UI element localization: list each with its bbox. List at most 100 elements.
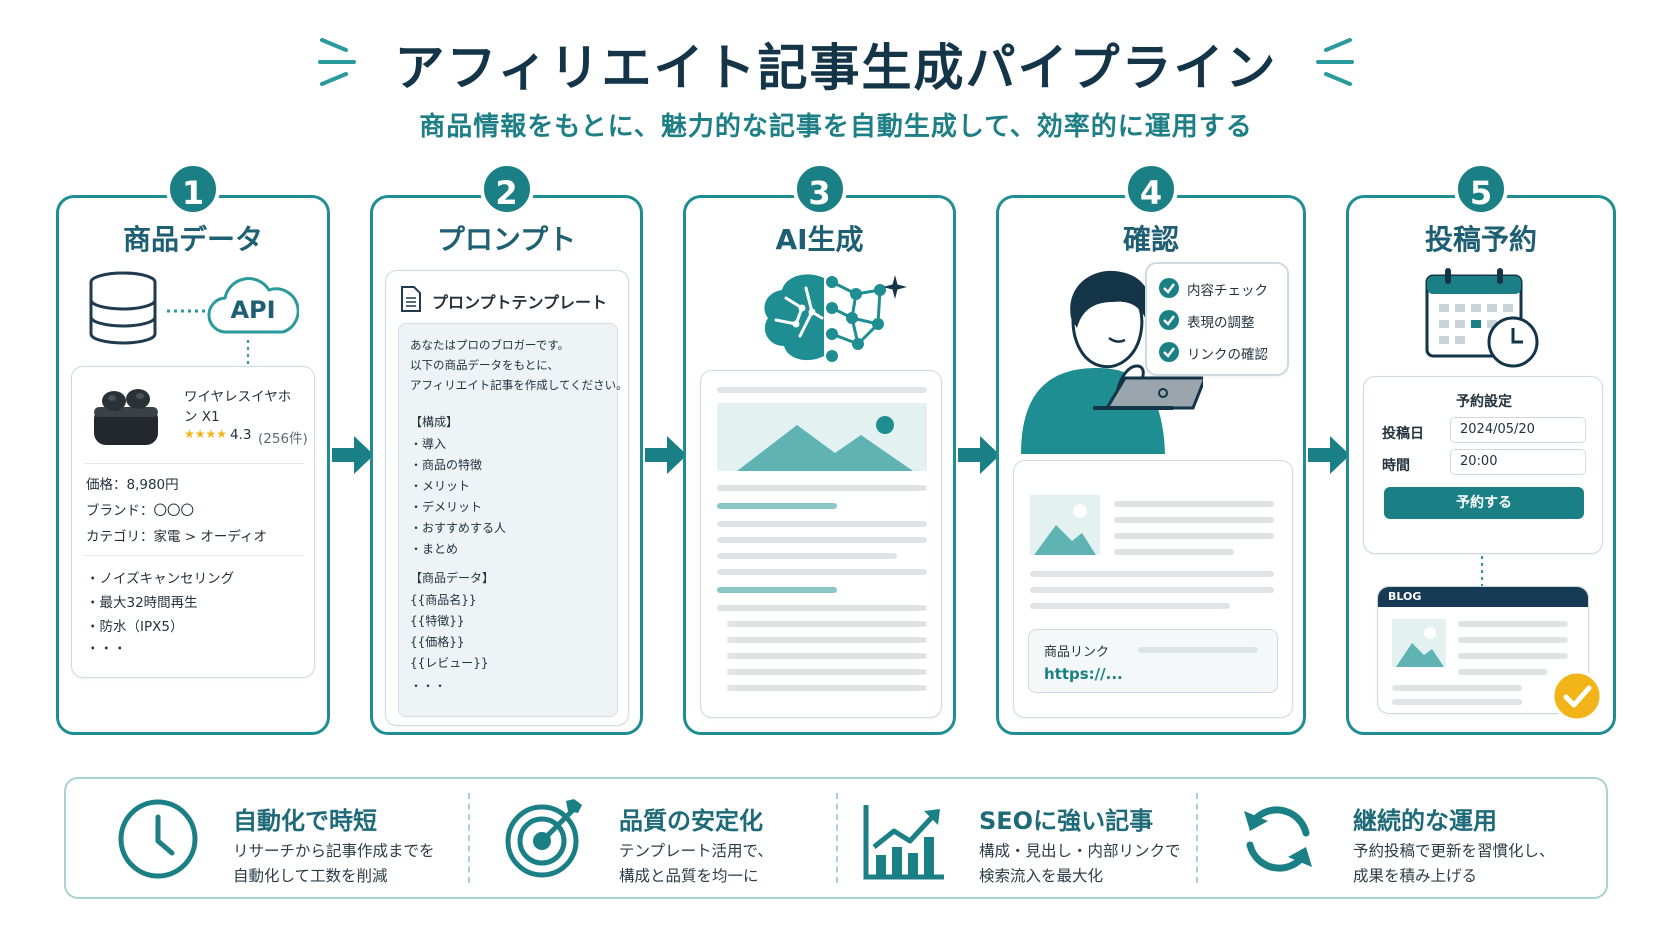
checklist-item: リンクの確認 (1187, 347, 1268, 363)
step-badge-3: 3 (792, 162, 847, 216)
check-circle-icon (1159, 278, 1179, 298)
template-line: ・デメリット (410, 500, 483, 514)
check-circle-icon (1159, 310, 1179, 330)
template-line: {{商品名}} (410, 593, 477, 607)
connection-dots (1481, 556, 1483, 586)
template-line: ・メリット (410, 479, 471, 493)
spec-price: 価格：8,980円 (86, 477, 179, 493)
review-article-card: 商品リンク https://... (1013, 460, 1293, 718)
benefit-item: 品質の安定化 テンプレート活用で、 構成と品質を均一に (452, 779, 852, 897)
date-value: 2024/05/20 (1460, 422, 1535, 437)
template-line: {{特徴}} (410, 614, 465, 628)
product-link-box (1028, 629, 1278, 693)
step-badge-4: 4 (1124, 162, 1178, 216)
feature-more: ・・・ (86, 641, 127, 657)
time-label: 時間 (1382, 458, 1410, 474)
benefit-description: 予約投稿で更新を習慣化し、 成果を積み上げる (1353, 839, 1555, 889)
product-link-label: 商品リンク (1044, 645, 1110, 660)
document-icon (401, 286, 421, 312)
benefit-item: 自動化で時短 リサーチから記事作成までを 自動化して工数を削減 (66, 779, 466, 897)
benefit-description-line: テンプレート活用で、 (619, 842, 773, 860)
rating-stars: ★★★★ (184, 427, 228, 441)
article-thumbnail (1030, 495, 1100, 555)
stage-title: 商品データ (122, 223, 263, 256)
benefit-title: SEOに強い記事 (979, 807, 1154, 835)
benefit-description-line: 構成・見出し・内部リンクで (979, 842, 1181, 860)
feature-item: ・ノイズキャンセリング (86, 571, 235, 587)
benefit-description: リサーチから記事作成までを 自動化して工数を削減 (233, 839, 435, 889)
flow-arrow-icon (332, 436, 374, 474)
earbuds-image (94, 389, 158, 445)
template-line: アフィリエイト記事を作成してください。 (410, 378, 628, 392)
stage-title: 確認 (1122, 223, 1179, 256)
template-line: ・導入 (410, 437, 447, 451)
completed-check-icon (1551, 670, 1603, 722)
benefit-description-line: リサーチから記事作成までを (233, 842, 435, 860)
benefit-description: 構成・見出し・内部リンクで 検索流入を最大化 (979, 839, 1181, 889)
benefit-title: 自動化で時短 (233, 807, 377, 835)
checklist-item: 表現の調整 (1187, 315, 1255, 331)
product-name: ワイヤレスイヤホ (184, 389, 292, 405)
date-input[interactable] (1450, 417, 1586, 443)
benefit-description-line: 予約投稿で更新を習慣化し、 (1353, 842, 1555, 860)
clock-icon (118, 799, 198, 879)
benefit-title: 継続的な運用 (1353, 807, 1497, 835)
stage-schedule-post: 5 投稿予約 予約設定 投稿日 2024/05/20 時間 20:00 予約する… (1346, 162, 1616, 735)
template-line: ・・・ (410, 679, 447, 693)
template-line: ・おすすめする人 (410, 521, 507, 535)
schedule-button[interactable]: 予約する (1384, 487, 1584, 519)
checklist-item: 内容チェック (1187, 283, 1268, 299)
benefit-description-line: 自動化して工数を削減 (233, 867, 388, 885)
blog-thumbnail (1392, 619, 1446, 667)
benefits-bar: 自動化で時短 リサーチから記事作成までを 自動化して工数を削減 品質の安定化 テ… (64, 777, 1608, 899)
benefit-title: 品質の安定化 (619, 807, 763, 835)
product-name: ン X1 (184, 409, 220, 425)
blog-header (1378, 587, 1588, 607)
template-line: ・商品の特徴 (410, 458, 483, 472)
time-value: 20:00 (1460, 454, 1498, 469)
product-card: ワイヤレスイヤホ ン X1 ★★★★ 4.3 (256件) 価格：8,980円 … (71, 366, 315, 678)
title-decoration-right-icon (1316, 38, 1354, 86)
benefit-description: テンプレート活用で、 構成と品質を均一に (619, 839, 773, 889)
article-image-placeholder (717, 403, 927, 471)
refresh-icon (1244, 806, 1312, 872)
template-line: {{レビュー}} (410, 656, 489, 670)
benefit-item: 継続的な運用 予約投稿で更新を習慣化し、 成果を積み上げる (1186, 779, 1606, 897)
sparkle-icon (883, 275, 907, 299)
stage-prompt: 2 プロンプト プロンプトテンプレート あなたはプロのブロガーです。 以下の商品… (370, 162, 643, 735)
calendar-clock-icon (1425, 268, 1539, 368)
form-title: 予約設定 (1456, 394, 1512, 410)
title-decoration-left-icon (318, 38, 356, 86)
ai-brain-icon (764, 274, 886, 362)
template-line: 【商品データ】 (410, 571, 495, 585)
review-count: (256件) (258, 431, 308, 447)
benefit-description-line: 構成と品質を均一に (619, 867, 759, 885)
step-badge-1: 1 (166, 162, 220, 216)
check-circle-icon (1159, 342, 1179, 362)
stage-product-data: 1 商品データ API ワイヤレスイヤホ ン X1 ★★★★ 4.3 (256件… (56, 162, 330, 735)
benefit-description-line: 成果を積み上げる (1353, 867, 1478, 885)
template-line: ・まとめ (410, 542, 459, 556)
stage-title: 投稿予約 (1424, 223, 1537, 256)
person-with-laptop-illustration (1021, 270, 1203, 454)
flow-arrow-icon (958, 436, 1000, 474)
spec-category: カテゴリ：家電 > オーディオ (86, 529, 267, 545)
product-link-url[interactable]: https://... (1044, 665, 1123, 683)
template-body (398, 323, 618, 717)
stage-title: AI生成 (775, 223, 864, 256)
feature-item: ・最大32時間再生 (86, 595, 198, 611)
stage-title: プロンプト (436, 223, 577, 256)
api-label: API (230, 296, 276, 324)
schedule-form-card: 予約設定 投稿日 2024/05/20 時間 20:00 予約する (1363, 376, 1603, 554)
prompt-template-card: プロンプトテンプレート あなたはプロのブロガーです。 以下の商品データをもとに、… (385, 270, 629, 726)
template-line: 以下の商品データをもとに、 (410, 358, 559, 372)
spec-brand: ブランド：〇〇〇 (86, 503, 194, 519)
benefit-item: SEOに強い記事 構成・見出し・内部リンクで 検索流入を最大化 (812, 779, 1212, 897)
connection-dots (247, 340, 249, 368)
database-icon (89, 271, 157, 345)
blog-label: BLOG (1388, 590, 1422, 603)
checklist-bubble: 内容チェック 表現の調整 リンクの確認 (1145, 262, 1289, 376)
page-title: アフィリエイト記事生成パイプライン (394, 39, 1278, 97)
time-input[interactable] (1450, 449, 1586, 475)
step-badge-5: 5 (1454, 162, 1508, 216)
